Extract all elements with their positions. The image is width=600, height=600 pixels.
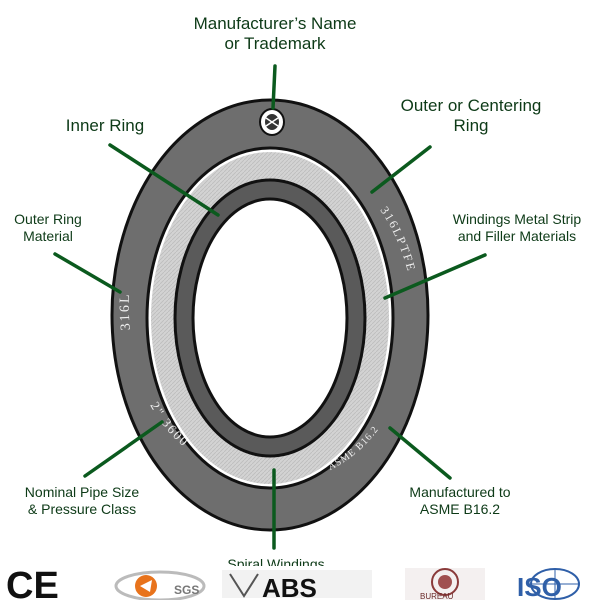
label-manufactured-to-line2: ASME B16.2 <box>419 500 501 517</box>
sgs-logo: SGS <box>114 570 206 600</box>
label-outer-ring-material: Outer Ring Material <box>4 211 92 244</box>
label-windings-line1: Windings Metal Strip <box>452 211 582 227</box>
bureau-veritas-logo: BUREAU <box>405 568 485 600</box>
iso-logo: ISO <box>517 568 580 600</box>
label-outer-ring-material-line2: Material <box>23 227 73 244</box>
label-manufacturer-line2: or Trademark <box>224 34 326 54</box>
label-spiral-windings-line1: Spiral Windings <box>227 556 325 568</box>
label-nominal-pipe-line1: Nominal Pipe Size <box>24 484 140 500</box>
label-manufacturer-line1: Manufacturer’s Name <box>193 14 357 33</box>
ring-text-material: 316L <box>118 292 134 331</box>
label-manufactured-to: Manufactured to ASME B16.2 <box>398 484 522 517</box>
center-hole <box>191 197 349 439</box>
svg-text:BUREAU: BUREAU <box>420 592 454 600</box>
certification-logos: CE SGS ABS BUREAU ISO <box>0 566 600 600</box>
label-nominal-pipe-line2: & Pressure Class <box>27 500 137 517</box>
label-spiral-windings: Spiral Windings <box>206 556 346 568</box>
leader-manufactured-to <box>388 426 452 480</box>
leader-inner-ring <box>108 143 220 217</box>
label-windings-metal-strip: Windings Metal Strip and Filler Material… <box>442 211 592 244</box>
label-inner-ring-line1: Inner Ring <box>65 116 145 135</box>
label-manufacturer: Manufacturer’s Name or Trademark <box>180 14 370 54</box>
label-windings-line2: and Filler Materials <box>457 227 577 244</box>
label-inner-ring: Inner Ring <box>50 116 160 136</box>
leader-nominal-pipe <box>83 420 164 478</box>
svg-text:ISO: ISO <box>517 572 562 600</box>
label-outer-centering-ring: Outer or Centering Ring <box>386 96 556 136</box>
label-manufactured-to-line1: Manufactured to <box>409 484 511 500</box>
label-outer-ring-material-line1: Outer Ring <box>14 211 82 227</box>
leader-manufacturer <box>271 64 277 110</box>
ce-logo: CE <box>6 566 59 600</box>
svg-text:SGS: SGS <box>174 583 199 597</box>
label-outer-centering-line1: Outer or Centering <box>400 96 542 115</box>
leader-windings <box>383 253 487 300</box>
svg-text:ABS: ABS <box>262 573 317 600</box>
trademark-emblem <box>259 108 285 136</box>
abs-logo: ABS <box>222 570 372 600</box>
svg-text:CE: CE <box>6 566 59 600</box>
leader-outer-ring-material <box>53 252 122 294</box>
leader-outer-centering <box>370 145 432 194</box>
label-outer-centering-line2: Ring <box>453 116 489 136</box>
label-nominal-pipe-size: Nominal Pipe Size & Pressure Class <box>12 484 152 517</box>
